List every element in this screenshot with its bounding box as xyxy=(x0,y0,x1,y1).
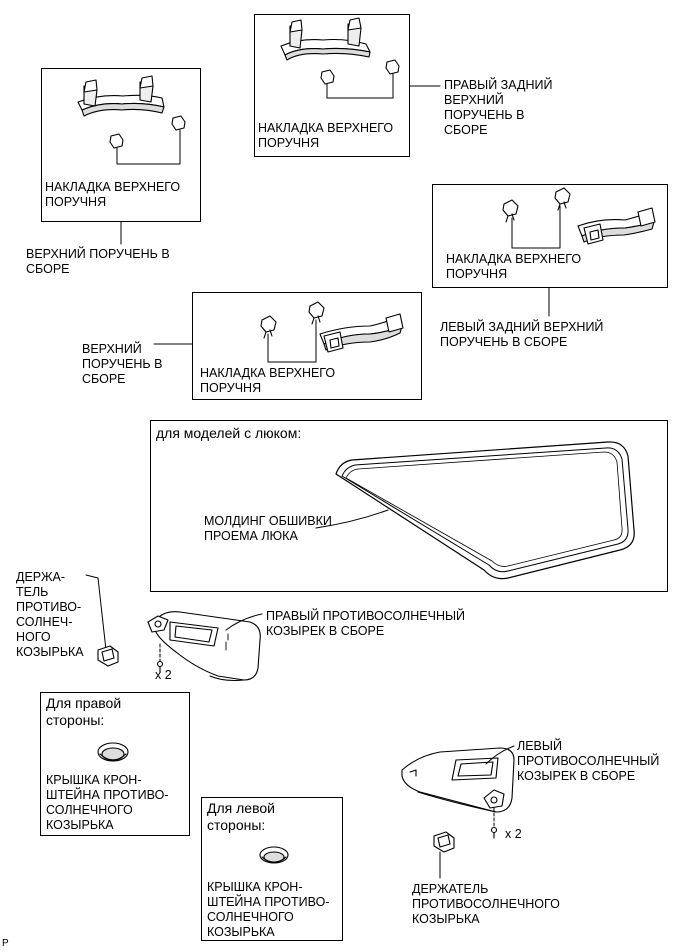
holder-bottom-label: ДЕРЖАТЕЛЬ ПРОТИВОСОЛНЕЧНОГО КОЗЫРЬКА xyxy=(412,882,560,926)
upper-assembly-label: ВЕРХНИЙ ПОРУЧЕНЬ В СБОРЕ xyxy=(26,247,170,276)
left-rear-handle-box xyxy=(432,184,668,288)
upper-cover-label: НАКЛАДКА ВЕРХНЕГО ПОРУЧНЯ xyxy=(45,180,181,209)
right-side-header: Для правой стороны: xyxy=(46,695,122,728)
sunroof-box xyxy=(150,420,668,592)
sunvisor-holder-icon xyxy=(433,831,455,853)
left-rear-cover-label: НАКЛАДКА ВЕРХНЕГО ПОРУЧНЯ xyxy=(446,252,582,281)
middle-assembly-label: ВЕРХНИЙ ПОРУЧЕНЬ В СБОРЕ xyxy=(82,342,163,386)
right-rear-cover-label: НАКЛАДКА ВЕРХНЕГО ПОРУЧНЯ xyxy=(258,121,394,150)
left-screws-count: x 2 xyxy=(505,827,522,841)
left-side-cover-label: КРЫШКА КРОН- ШТЕЙНА ПРОТИВО- СОЛНЕЧНОГО … xyxy=(207,880,330,939)
middle-cover-label: НАКЛАДКА ВЕРХНЕГО ПОРУЧНЯ xyxy=(200,366,336,395)
sunroof-header: для моделей с люком: xyxy=(156,425,302,441)
left-sunvisor-assembly-icon xyxy=(401,747,515,813)
right-visor-label: ПРАВЫЙ ПРОТИВОСОЛНЕЧНЫЙ КОЗЫРЕК В СБОРЕ xyxy=(266,609,466,638)
upper-handle-cover-icon xyxy=(502,187,571,223)
upper-assist-grip-icon xyxy=(77,75,165,117)
right-rear-assist-grip-icon xyxy=(280,17,371,61)
left-visor-label: ЛЕВЫЙ ПРОТИВОСОЛНЕЧНЫЙ КОЗЫРЕК В СБОРЕ xyxy=(517,739,660,783)
holder-left-label: ДЕРЖА- ТЕЛЬ ПРОТИВО- СОЛНЕЧ- НОГО КОЗЫРЬ… xyxy=(16,570,84,659)
screw-icon xyxy=(156,660,164,673)
sunroof-opening-molding-icon xyxy=(335,441,635,580)
right-rear-assembly-label: ПРАВЫЙ ЗАДНИЙ ВЕРХНИЙ ПОРУЧЕНЬ В СБОРЕ xyxy=(444,78,553,137)
middle-handle-box xyxy=(192,292,422,400)
right-rear-handle-box xyxy=(254,14,410,157)
corner-mark: P xyxy=(2,938,9,949)
upper-handle-cover-icon xyxy=(260,301,325,339)
screw-icon xyxy=(490,826,498,839)
right-side-box xyxy=(40,692,190,836)
sunvisor-bracket-cover-icon xyxy=(97,742,129,762)
middle-assist-grip-icon xyxy=(319,313,404,353)
sunvisor-holder-icon xyxy=(97,645,119,667)
left-side-box xyxy=(201,797,343,941)
upper-handle-cover-icon xyxy=(320,59,400,85)
sunvisor-bracket-cover-icon xyxy=(259,846,289,864)
sunroof-molding-label: МОЛДИНГ ОБШИВКИ ПРОЕМА ЛЮКА xyxy=(204,514,332,543)
left-rear-assembly-label: ЛЕВЫЙ ЗАДНИЙ ВЕРХНИЙ ПОРУЧЕНЬ В СБОРЕ xyxy=(440,320,604,349)
right-screws-count: x 2 xyxy=(155,668,172,682)
right-sunvisor-assembly-icon xyxy=(147,611,261,682)
left-side-header: Для левой стороны: xyxy=(207,800,275,833)
upper-handle-cover-icon xyxy=(109,115,186,149)
left-rear-assist-grip-icon xyxy=(577,207,656,245)
right-side-cover-label: КРЫШКА КРОН- ШТЕЙНА ПРОТИВО- СОЛНЕЧНОГО … xyxy=(46,773,169,832)
